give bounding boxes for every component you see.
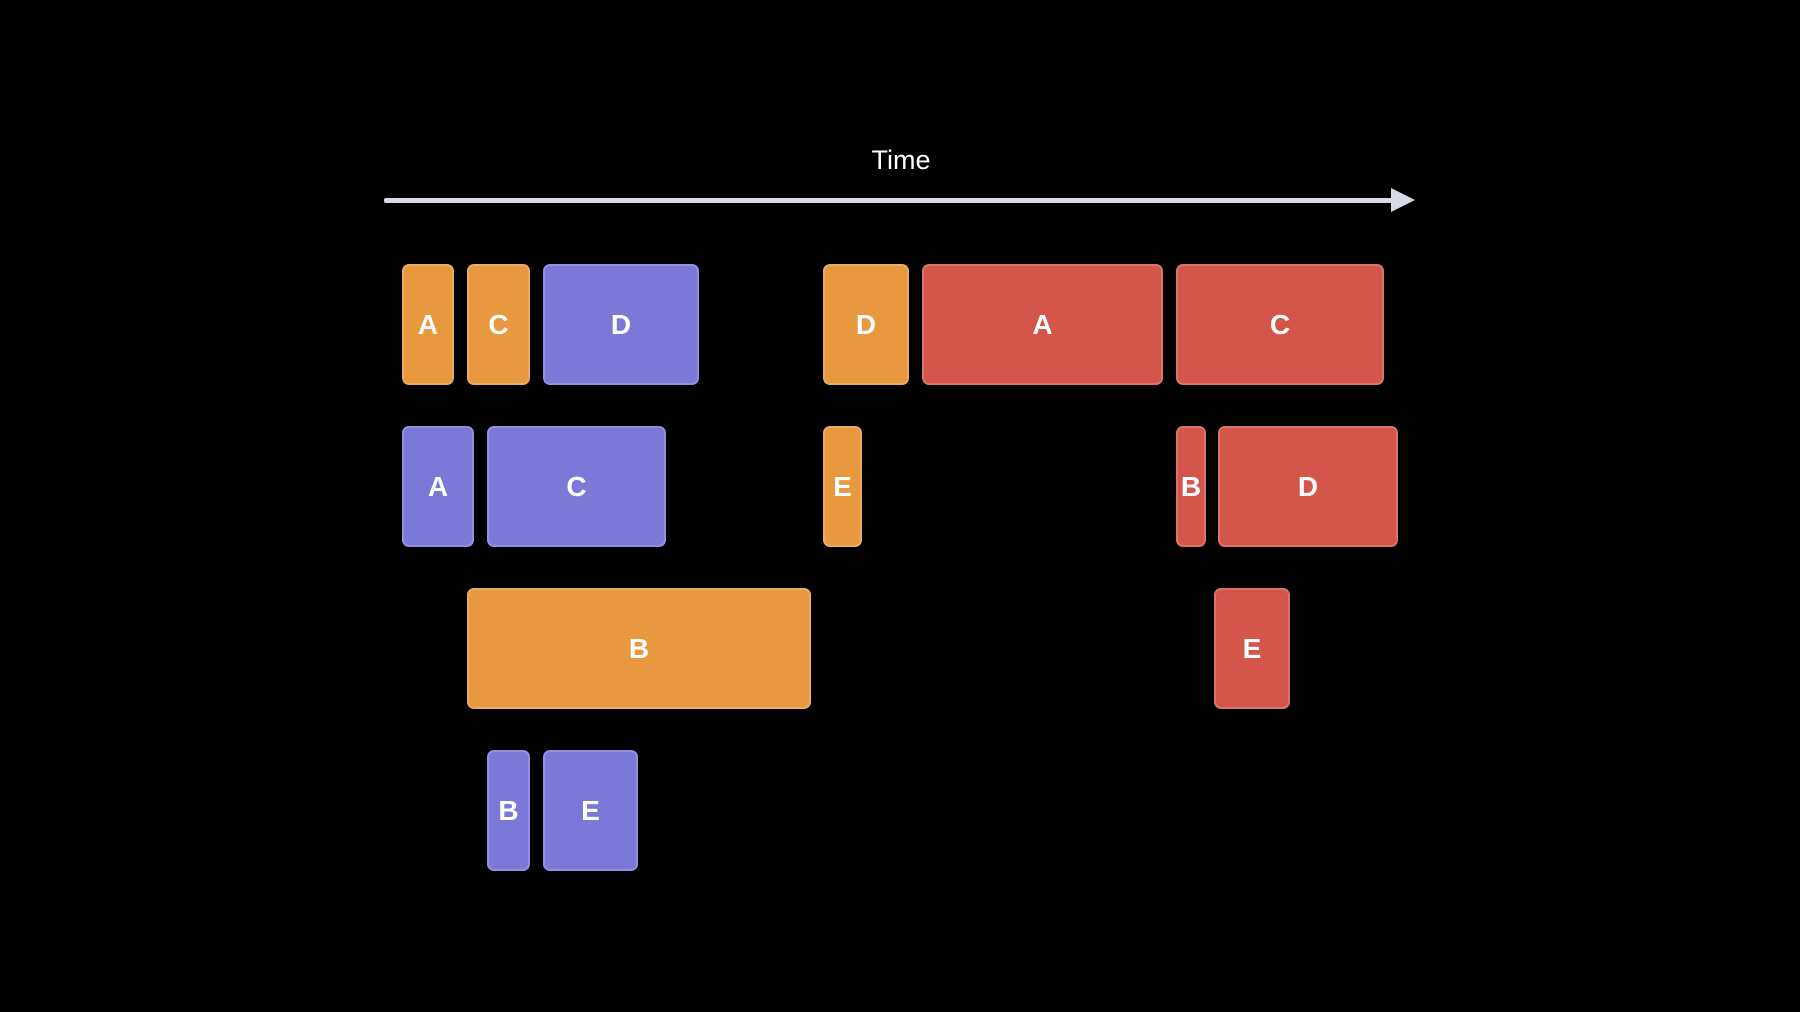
task-block-red-b: B [1176, 426, 1206, 547]
task-label: A [417, 308, 439, 340]
task-block-orange-d: D [823, 264, 909, 385]
task-label: C [566, 470, 587, 502]
task-block-red-e: E [1214, 588, 1290, 709]
task-block-purple-a: A [402, 426, 474, 547]
task-label: B [498, 794, 519, 826]
task-label: A [427, 470, 449, 502]
task-block-orange-e: E [823, 426, 862, 547]
task-label: B [628, 632, 650, 664]
task-label: C [1269, 308, 1291, 340]
task-block-orange-c: C [467, 264, 530, 385]
task-label: E [833, 470, 852, 502]
task-block-purple-e: E [543, 750, 638, 871]
task-label: D [610, 308, 632, 340]
task-label: A [1032, 308, 1053, 340]
task-label: D [1297, 470, 1319, 502]
task-block-red-a: A [922, 264, 1163, 385]
task-block-purple-c: C [487, 426, 666, 547]
time-axis-title: Time [871, 145, 931, 175]
task-label: E [581, 794, 600, 826]
task-block-orange-b: B [467, 588, 811, 709]
task-label: C [488, 308, 509, 340]
task-block-red-d: D [1218, 426, 1398, 547]
task-block-orange-a: A [402, 264, 454, 385]
task-block-purple-d: D [543, 264, 699, 385]
time-axis-arrowhead-icon [1391, 188, 1415, 212]
task-block-red-c: C [1176, 264, 1384, 385]
time-axis-line [384, 198, 1396, 203]
task-label: E [1242, 632, 1262, 664]
task-label: D [855, 308, 877, 340]
task-label: B [1180, 470, 1202, 502]
task-block-purple-b: B [487, 750, 530, 871]
